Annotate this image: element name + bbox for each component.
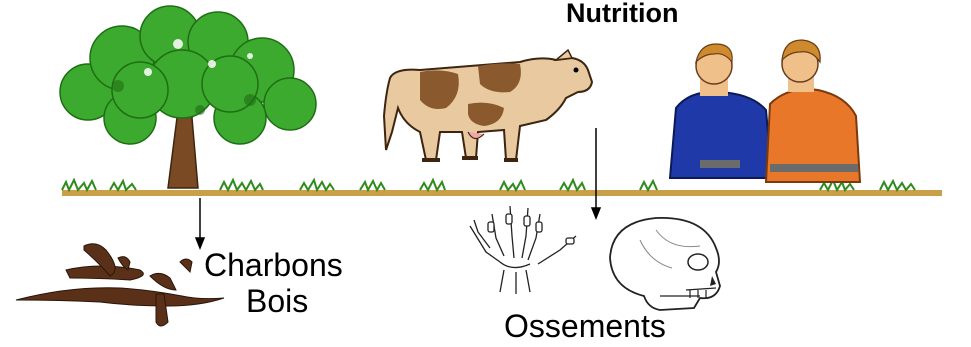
- tree-icon: [60, 6, 316, 188]
- label-charbons: Charbons: [204, 249, 343, 281]
- people-icon: [670, 40, 860, 182]
- hand-bones-icon: [470, 206, 576, 294]
- charcoal-wood-icon: [16, 244, 224, 326]
- skull-icon: [610, 218, 720, 310]
- label-bois: Bois: [246, 285, 308, 317]
- label-ossements: Ossements: [504, 310, 666, 342]
- diagram-title: Nutrition: [566, 0, 678, 27]
- cow-icon: [384, 50, 592, 160]
